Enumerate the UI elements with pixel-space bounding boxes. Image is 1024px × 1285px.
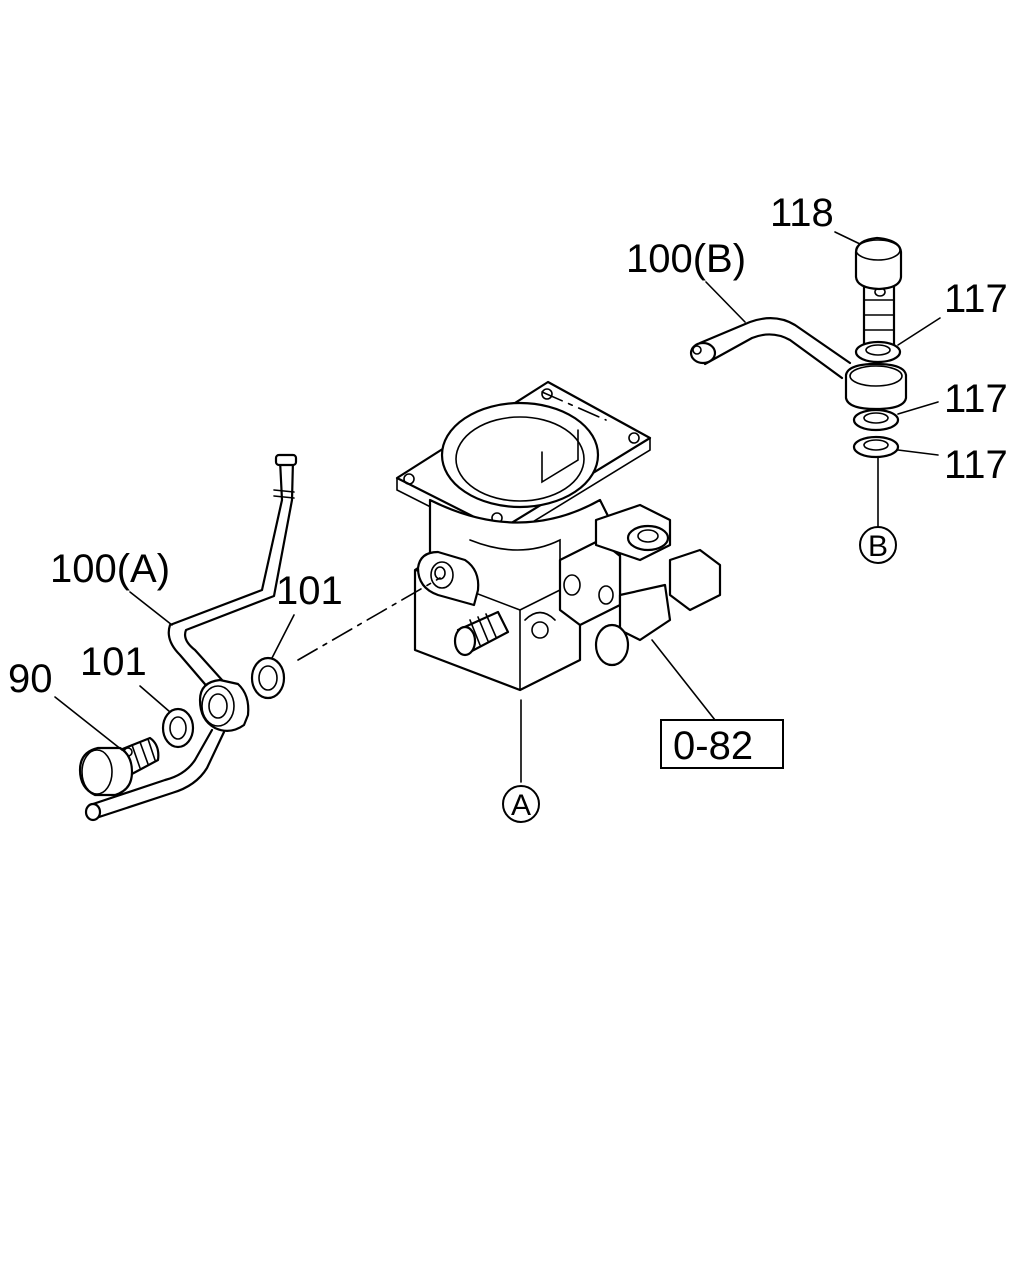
callout-100b: 100(B) xyxy=(626,237,746,281)
pipe-100b-eye xyxy=(844,362,908,411)
callout-117-bottom: 117 xyxy=(944,443,1008,487)
marker-b: B xyxy=(859,526,897,564)
callout-101-right: 101 xyxy=(276,569,343,613)
callout-100a: 100(A) xyxy=(50,547,170,591)
washer-101-right xyxy=(250,656,286,700)
callout-90: 90 xyxy=(8,657,53,701)
callout-117-top: 117 xyxy=(944,277,1008,321)
callout-101-left: 101 xyxy=(80,640,147,684)
washer-117-bottom xyxy=(852,435,900,459)
pipe-100b xyxy=(689,317,852,380)
pipe-100a xyxy=(84,453,298,822)
washer-101-left xyxy=(161,707,195,749)
leader-lines xyxy=(54,231,941,751)
eye-bolt-90 xyxy=(78,736,160,797)
reference-box[interactable]: 0-82 xyxy=(660,719,784,769)
bolt-118 xyxy=(854,236,903,352)
throttle-body-housing xyxy=(395,380,722,783)
callout-118: 118 xyxy=(770,191,834,235)
marker-a-label: A xyxy=(511,789,531,822)
washer-117-middle xyxy=(852,408,900,432)
reference-box-label: 0-82 xyxy=(673,724,753,768)
callout-117-middle: 117 xyxy=(944,377,1008,421)
washer-117-top xyxy=(854,340,902,364)
marker-b-label: B xyxy=(868,530,888,563)
marker-a: A xyxy=(502,785,540,823)
threaded-fitting xyxy=(453,610,510,657)
